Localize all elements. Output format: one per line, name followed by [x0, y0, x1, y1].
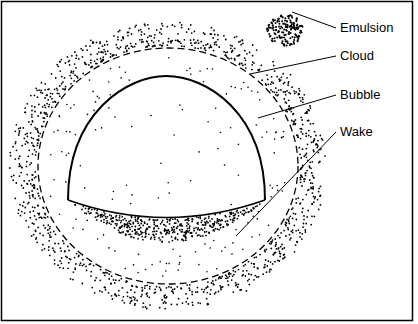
bubble-label: Bubble	[340, 87, 380, 102]
bubble-dome	[68, 76, 265, 200]
cloud-boundary	[38, 48, 298, 284]
frame	[2, 2, 413, 321]
emulsion-label: Emulsion	[340, 20, 393, 35]
wake-label: Wake	[340, 124, 373, 139]
leader-lines	[236, 12, 336, 236]
cloud-label: Cloud	[340, 48, 374, 63]
bubble-base	[68, 200, 265, 218]
particle-dots	[9, 14, 326, 309]
